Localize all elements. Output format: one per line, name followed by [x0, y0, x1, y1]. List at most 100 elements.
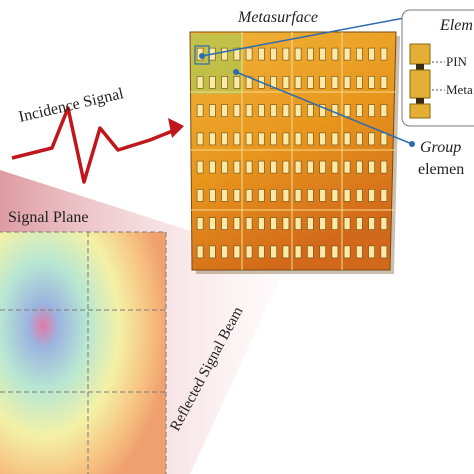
unit-element — [221, 189, 228, 202]
element-box-title: Elem — [439, 17, 473, 34]
unit-element — [356, 132, 363, 146]
unit-element — [380, 189, 388, 202]
unit-element — [196, 132, 204, 146]
incidence-signal-arrow — [11, 106, 184, 184]
unit-element — [270, 245, 277, 259]
unit-element — [258, 160, 265, 174]
element-detail-box — [401, 9, 474, 127]
unit-element — [368, 47, 375, 61]
unit-element — [196, 104, 204, 117]
unit-element — [343, 189, 351, 202]
unit-element — [221, 104, 228, 117]
unit-element — [343, 217, 351, 230]
unit-element — [245, 104, 253, 117]
unit-element — [294, 245, 302, 259]
unit-element — [307, 132, 314, 146]
unit-element — [233, 47, 241, 61]
unit-element — [343, 76, 351, 89]
unit-element — [245, 160, 253, 174]
pin-label: PIN — [446, 54, 468, 69]
unit-element — [221, 132, 228, 146]
unit-element — [258, 132, 265, 146]
unit-element — [294, 217, 302, 230]
unit-element — [209, 245, 216, 259]
unit-element — [331, 132, 339, 146]
unit-element — [294, 189, 302, 202]
unit-element — [331, 104, 339, 117]
unit-element — [368, 160, 375, 174]
unit-element — [209, 189, 216, 202]
unit-element — [380, 132, 388, 146]
unit-element — [233, 160, 241, 174]
unit-element — [307, 189, 314, 202]
unit-element — [245, 132, 253, 146]
unit-element — [356, 189, 363, 202]
unit-element — [196, 160, 204, 174]
signal-plane-label: Signal Plane — [8, 209, 88, 226]
unit-element — [343, 245, 351, 259]
unit-element — [380, 76, 388, 89]
unit-element — [209, 132, 216, 146]
unit-element — [233, 189, 241, 202]
unit-element — [294, 132, 302, 146]
unit-element — [282, 245, 290, 259]
unit-element — [319, 104, 326, 117]
unit-element — [331, 47, 339, 61]
group-label-line1: Group — [420, 139, 461, 156]
group-label-line2: elemen — [418, 161, 464, 178]
unit-element — [282, 76, 290, 89]
unit-element — [319, 76, 326, 89]
unit-element — [270, 76, 277, 89]
unit-element — [282, 104, 290, 117]
unit-element — [196, 76, 204, 89]
unit-element — [294, 104, 302, 117]
unit-element — [233, 76, 241, 89]
unit-element — [258, 47, 265, 61]
unit-element — [319, 189, 326, 202]
unit-element — [221, 76, 228, 89]
signal-plane — [0, 231, 167, 474]
unit-element — [245, 47, 253, 61]
unit-element — [294, 160, 302, 174]
meta-label: Meta — [446, 82, 473, 97]
unit-element — [258, 189, 265, 202]
unit-element — [368, 104, 375, 117]
unit-element — [294, 76, 302, 89]
unit-element — [282, 160, 290, 174]
unit-element — [319, 47, 326, 61]
unit-element — [221, 245, 228, 259]
unit-element — [380, 47, 388, 61]
unit-element — [233, 104, 241, 117]
unit-element — [368, 76, 375, 89]
unit-element — [331, 217, 339, 230]
unit-element — [331, 160, 339, 174]
element-pointer-line — [201, 17, 405, 57]
unit-element — [368, 245, 375, 259]
unit-element — [319, 217, 326, 230]
unit-element — [233, 245, 241, 259]
unit-element — [319, 160, 326, 174]
unit-element — [343, 47, 351, 61]
unit-element — [258, 104, 265, 117]
unit-element — [245, 217, 253, 230]
unit-element — [331, 245, 339, 259]
unit-element — [233, 132, 241, 146]
unit-element — [294, 47, 302, 61]
unit-element — [319, 245, 326, 259]
unit-element — [356, 104, 363, 117]
unit-element — [209, 76, 216, 89]
unit-element — [209, 104, 216, 117]
unit-element — [196, 189, 204, 202]
unit-element — [380, 245, 388, 259]
unit-element — [270, 47, 277, 61]
group-pointer-line — [235, 71, 413, 145]
unit-element — [282, 189, 290, 202]
unit-element — [356, 245, 363, 259]
unit-element — [343, 104, 351, 117]
unit-element — [307, 47, 314, 61]
unit-element — [221, 217, 228, 230]
unit-element — [343, 160, 351, 174]
unit-element — [270, 132, 277, 146]
unit-element — [245, 245, 253, 259]
